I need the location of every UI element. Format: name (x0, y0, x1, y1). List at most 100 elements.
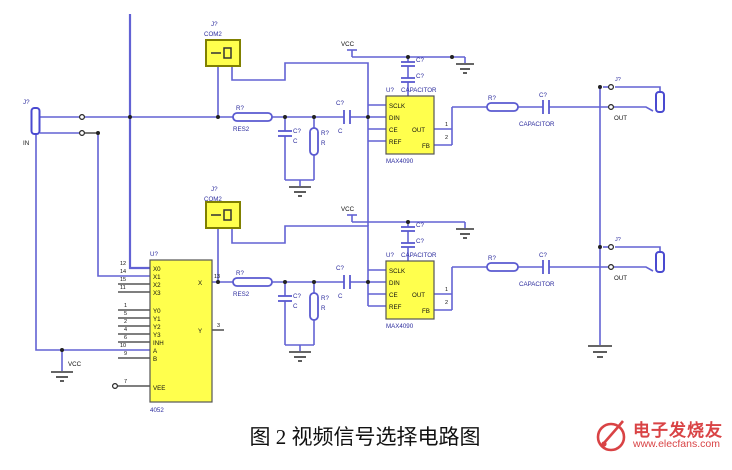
schematic-label: 2 (445, 300, 448, 306)
schematic-label: OUT (412, 127, 425, 134)
schematic-label: 4052 (150, 407, 164, 414)
pin-stubs (85, 132, 224, 387)
schematic-label: 5 (124, 311, 127, 317)
schematic-label: C? (293, 128, 301, 135)
schematic-label: CAPACITOR (401, 252, 437, 259)
resistor-series-out-2 (486, 262, 519, 272)
ground-icon (456, 228, 474, 239)
schematic-label: R (321, 305, 326, 312)
schematic-label: R? (321, 295, 329, 302)
ground-icon (289, 351, 311, 362)
ic-max4090-1 (385, 95, 435, 155)
schematic-label: C (338, 293, 343, 300)
schematic-label: Y3 (153, 332, 161, 339)
schematic-label: C (293, 138, 298, 145)
schematic-label: X2 (153, 282, 161, 289)
schematic-label: CAPACITOR (519, 121, 555, 128)
schematic-label: 12 (120, 261, 126, 267)
schematic-label: C? (336, 265, 344, 272)
schematic-label: 2 (445, 135, 448, 141)
components (30, 39, 665, 403)
elecfans-logo-icon (596, 420, 626, 452)
schematic-label: VCC (68, 361, 82, 368)
schematic-label: REF (389, 139, 402, 146)
schematic-label: RES2 (233, 291, 250, 298)
schematic-label: SCLK (389, 103, 406, 110)
schematic-label: R? (236, 105, 244, 112)
circuit-wires (35, 14, 661, 371)
schematic-label: 7 (124, 379, 127, 385)
schematic-label: R? (488, 95, 496, 102)
schematic-label: 10 (120, 343, 126, 349)
schematic-label: J? (211, 21, 218, 28)
schematic-label: C? (416, 238, 424, 245)
schematic-label: COM2 (204, 196, 222, 203)
resistor-series-out-1 (486, 102, 519, 112)
schematic-label: CAPACITOR (519, 281, 555, 288)
schematic-label: C? (293, 293, 301, 300)
watermark-url: www.elecfans.com (633, 438, 720, 451)
schematic-label: 11 (120, 285, 126, 291)
connector-pin-circles (78, 83, 614, 390)
schematic-label: SCLK (389, 268, 406, 275)
watermark: 电子发烧友 www.elecfans.com (594, 416, 723, 456)
ground-symbols (51, 63, 612, 382)
schematic-label: U? (150, 251, 158, 258)
schematic-label: U? (386, 87, 394, 94)
schematic-label: FB (422, 308, 430, 315)
schematic-label: MAX4090 (386, 323, 414, 330)
schematic-label: R? (236, 270, 244, 277)
schematic-label: Y (198, 328, 202, 335)
schematic-label: J? (615, 237, 621, 243)
capacitor-plates (278, 61, 550, 302)
schematic-label: C? (539, 252, 547, 259)
ic-4052-multiplexer (149, 259, 213, 403)
schematic-label: 14 (120, 269, 126, 275)
schematic-label: X0 (153, 266, 161, 273)
schematic-label: VCC (341, 206, 355, 213)
com2-connector-1 (205, 39, 241, 67)
schematic-label: C? (539, 92, 547, 99)
schematic-label: Y1 (153, 316, 161, 323)
schematic-label: J? (211, 186, 218, 193)
resistor-shunt-2 (309, 292, 319, 321)
schematic-label: DIN (389, 280, 400, 287)
resistor-res2-1 (232, 112, 273, 122)
schematic-label: 15 (120, 277, 126, 283)
schematic-label: 2 (124, 319, 127, 325)
schematic-label: Y0 (153, 308, 161, 315)
schematic-label: OUT (614, 115, 627, 122)
schematic-label: R? (321, 130, 329, 137)
watermark-brand: 电子发烧友 (633, 420, 723, 440)
resistor-res2-2 (232, 277, 273, 287)
schematic-label: 4 (124, 327, 127, 333)
schematic-label: 1 (445, 122, 448, 128)
ground-icon (588, 345, 612, 358)
schematic-label: J? (23, 99, 30, 106)
schematic-label: INH (153, 340, 164, 347)
schematic-label: 3 (217, 323, 220, 329)
output-connector-1 (655, 91, 665, 113)
schematic-label: U? (386, 252, 394, 259)
ic-max4090-2 (385, 260, 435, 320)
resistor-shunt-1 (309, 127, 319, 156)
schematic-label: FB (422, 143, 430, 150)
schematic-label: OUT (614, 275, 627, 282)
schematic-label: VEE (153, 385, 165, 392)
schematic-label: VCC (341, 41, 355, 48)
schematic-label: X3 (153, 290, 161, 297)
schematic-label: C? (416, 222, 424, 229)
schematic-label: 13 (214, 274, 220, 280)
schematic-label: B (153, 356, 157, 363)
schematic-label: MAX4090 (386, 158, 414, 165)
ground-icon (51, 371, 73, 382)
schematic-label: CAPACITOR (401, 87, 437, 94)
schematic-label: X (198, 280, 202, 287)
schematic-label: OUT (412, 292, 425, 299)
schematic-label: J? (615, 77, 621, 83)
schematic-label: COM2 (204, 31, 222, 38)
schematic-label: 9 (124, 351, 127, 357)
schematic-label: R? (488, 255, 496, 262)
schematic-label: C? (416, 57, 424, 64)
